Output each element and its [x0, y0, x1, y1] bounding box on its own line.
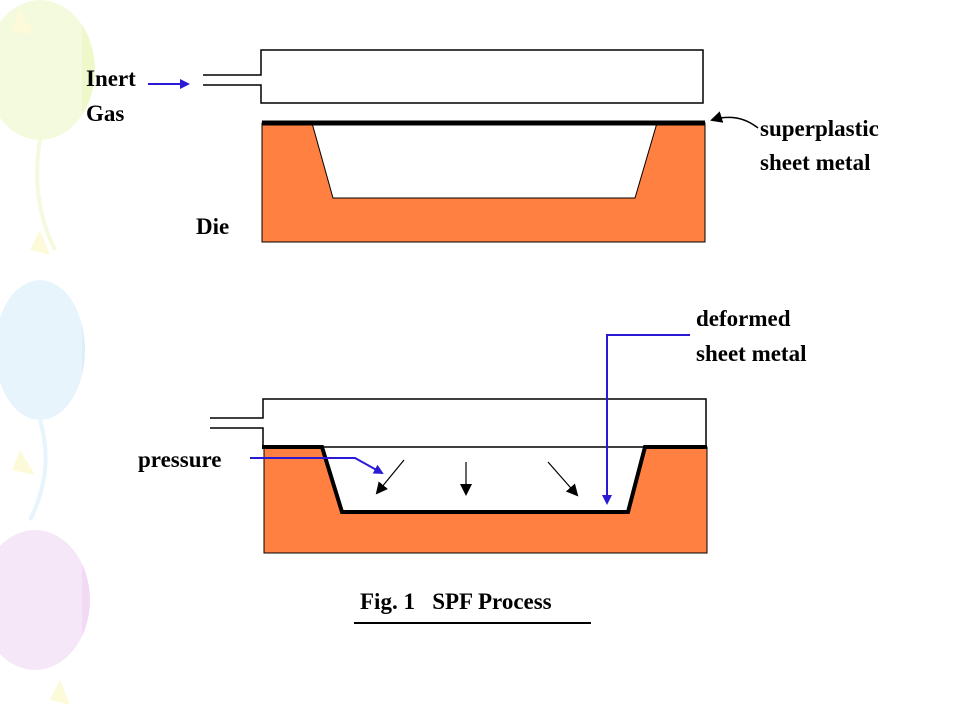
figure-caption: Fig. 1 SPF Process	[360, 589, 552, 614]
superplastic-pointer	[710, 111, 759, 129]
label-die: Die	[196, 214, 229, 239]
background-balloons	[0, 0, 95, 705]
label-gas: Gas	[86, 101, 124, 126]
label-sheet-metal: sheet metal	[760, 150, 871, 175]
pressure-pointer	[250, 457, 384, 474]
bottom-diagram	[210, 334, 708, 554]
label-deformed-sheet-metal: sheet metal	[696, 341, 807, 366]
gas-chamber-bottom	[210, 398, 707, 448]
gas-chamber-top	[203, 49, 704, 104]
die-block-top	[261, 122, 706, 243]
deformed-pointer	[602, 334, 690, 505]
pressure-arrow-left	[375, 459, 405, 495]
label-deformed: deformed	[696, 306, 791, 331]
deformed-sheet	[262, 445, 707, 514]
label-inert: Inert	[86, 66, 136, 91]
label-pressure: pressure	[138, 447, 222, 472]
top-diagram	[148, 49, 759, 243]
label-superplastic: superplastic	[760, 116, 879, 141]
pressure-arrow-right	[547, 461, 579, 497]
